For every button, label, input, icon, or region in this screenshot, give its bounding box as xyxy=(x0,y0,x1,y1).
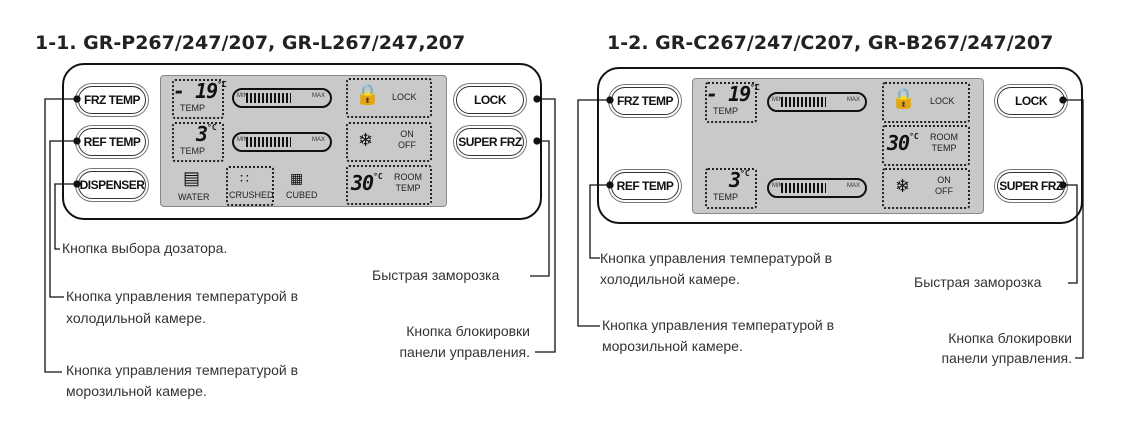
frz-temp-button[interactable]: FRZ TEMP xyxy=(78,86,146,114)
room-temp-box xyxy=(346,165,432,205)
frz-temp-callout-line1: Кнопка управления температурой в xyxy=(602,317,835,333)
degree-unit: °C xyxy=(217,80,227,89)
min-label: MIN xyxy=(772,97,783,103)
frz-temp-value: - 19 xyxy=(706,82,751,106)
ref-temp-button[interactable]: REF TEMP xyxy=(611,172,679,200)
lock-indicator-label: LOCK xyxy=(930,96,955,106)
min-label: MIN xyxy=(237,93,248,99)
ref-temp-box xyxy=(172,122,224,162)
diagram1-leaders xyxy=(44,95,556,373)
degree-unit: °C xyxy=(740,169,750,178)
frz-level-bar: MIN MAX xyxy=(767,92,867,112)
room-temp-value: 30 xyxy=(887,131,910,155)
max-label: MAX xyxy=(846,183,860,189)
min-label: MIN xyxy=(237,137,248,143)
frz-temp-callout-line2: морозильной камере. xyxy=(66,383,207,399)
degree-unit: °C xyxy=(207,123,217,132)
frz-temp-callout-line2: морозильной камере. xyxy=(602,338,743,354)
frz-temp-value: - 19 xyxy=(173,79,218,103)
lock-indicator-box xyxy=(346,78,432,118)
dispenser-button[interactable]: DISPENSER xyxy=(78,171,146,199)
lock-callout-line1: Кнопка блокировки xyxy=(948,330,1072,346)
super-frz-indicator-box xyxy=(346,122,432,162)
ref-temp-button[interactable]: REF TEMP xyxy=(78,128,146,156)
max-label: MAX xyxy=(311,93,325,99)
ref-level-fill xyxy=(781,183,826,193)
room-temp-label: ROOM TEMP xyxy=(930,132,958,153)
super-frz-callout: Быстрая заморозка xyxy=(914,274,1042,290)
temp-label: TEMP xyxy=(180,103,206,113)
diagram2-title: 1-2. GR-C267/247/C207, GR-B267/247/207 xyxy=(607,32,1054,54)
lock-button[interactable]: LOCK xyxy=(997,87,1065,115)
max-label: MAX xyxy=(311,137,325,143)
ref-temp-callout-line2: холодильной камере. xyxy=(600,271,740,287)
lock-icon: 🔒 xyxy=(355,84,380,106)
diagram1-title: 1-1. GR-P267/247/207, GR-L267/247,207 xyxy=(35,32,466,54)
crushed-label: CRUSHED xyxy=(229,190,274,200)
diagram2-leaders xyxy=(577,96,1084,359)
super-frz-callout: Быстрая заморозка xyxy=(372,267,500,283)
room-temp-value: 30 xyxy=(351,171,374,195)
ref-level-bar: MIN MAX xyxy=(767,178,867,198)
ref-level-bar: MIN MAX xyxy=(232,132,332,152)
frz-temp-callout-line1: Кнопка управления температурой в xyxy=(66,362,299,378)
cubed-ice-icon: ▦ xyxy=(290,170,304,186)
lock-button[interactable]: LOCK xyxy=(456,86,524,114)
frz-level-fill xyxy=(246,93,291,103)
frz-level-bar: MIN MAX xyxy=(232,88,332,108)
room-temp-box xyxy=(882,125,970,166)
crushed-ice-icon: ∷ xyxy=(240,170,249,186)
ref-temp-callout-line2: холодильной камере. xyxy=(66,310,206,326)
crushed-box xyxy=(226,166,274,206)
lock-indicator-box xyxy=(882,82,970,123)
ref-temp-value: 3 xyxy=(729,168,741,192)
temp-label: TEMP xyxy=(713,106,739,116)
dispenser-callout: Кнопка выбора дозатора. xyxy=(62,240,228,256)
on-off-label: ON OFF xyxy=(398,129,416,150)
temp-label: TEMP xyxy=(180,146,206,156)
ref-temp-callout-line1: Кнопка управления температурой в xyxy=(600,250,833,266)
snowflake-icon: ❄ xyxy=(895,176,911,196)
ref-temp-value: 3 xyxy=(196,122,208,146)
frz-temp-box xyxy=(172,79,224,119)
water-label: WATER xyxy=(178,192,210,202)
lock-icon: 🔒 xyxy=(891,88,916,110)
cubed-label: CUBED xyxy=(286,190,318,200)
temp-label: TEMP xyxy=(713,192,739,202)
frz-level-fill xyxy=(781,97,826,107)
water-cup-icon: ▤ xyxy=(183,168,201,188)
lock-callout-line2: панели управления. xyxy=(399,344,530,360)
lock-callout-line2: панели управления. xyxy=(941,350,1072,366)
snowflake-icon: ❄ xyxy=(358,130,374,150)
ref-temp-callout-line1: Кнопка управления температурой в xyxy=(66,288,299,304)
room-temp-label: ROOM TEMP xyxy=(394,172,422,193)
degree-unit: °C xyxy=(750,83,760,92)
lock-indicator-label: LOCK xyxy=(392,92,417,102)
super-frz-indicator-box xyxy=(882,168,970,209)
degree-unit: °C xyxy=(373,172,383,181)
frz-temp-button[interactable]: FRZ TEMP xyxy=(611,87,679,115)
on-off-label: ON OFF xyxy=(935,175,953,196)
super-frz-button[interactable]: SUPER FRZ xyxy=(456,128,524,156)
ref-temp-box xyxy=(705,168,757,209)
degree-unit: °C xyxy=(909,132,919,141)
lock-callout-line1: Кнопка блокировки xyxy=(406,323,530,339)
min-label: MIN xyxy=(772,183,783,189)
frz-temp-box xyxy=(705,82,757,123)
max-label: MAX xyxy=(846,97,860,103)
ref-level-fill xyxy=(246,137,291,147)
